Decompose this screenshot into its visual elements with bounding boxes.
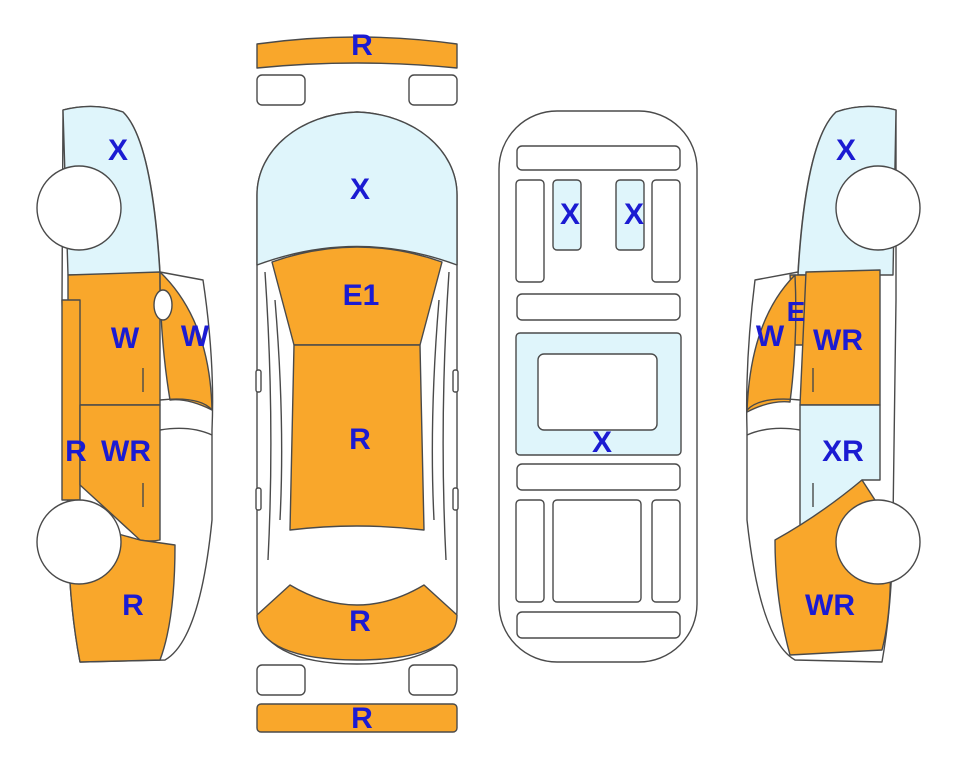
- left-rear-quarter-part[interactable]: [61, 299, 81, 501]
- under-front-right-part[interactable]: [615, 179, 645, 251]
- right-front-door-part[interactable]: [799, 269, 881, 406]
- under-front-left-part[interactable]: [552, 179, 582, 251]
- right-rear-wheel: [835, 499, 921, 585]
- left-rear-wheel: [36, 499, 122, 585]
- hood-part[interactable]: [271, 246, 443, 346]
- top-view: [255, 36, 459, 733]
- left-side-view: [36, 105, 214, 663]
- rear-right-light: [408, 664, 458, 696]
- trunk-part[interactable]: [256, 584, 458, 661]
- roof-part[interactable]: [289, 344, 425, 531]
- left-front-wheel: [36, 165, 122, 251]
- windshield-part[interactable]: [256, 111, 458, 266]
- left-front-door-part[interactable]: [67, 271, 161, 406]
- right-front-wheel: [835, 165, 921, 251]
- front-bumper-part[interactable]: [256, 36, 458, 69]
- right-side-view: [745, 105, 921, 663]
- front-right-mirror: [408, 74, 458, 106]
- underside-view: [498, 110, 698, 663]
- left-pillar-part[interactable]: [159, 271, 213, 411]
- rear-left-light: [256, 664, 306, 696]
- rear-bumper-part[interactable]: [256, 703, 458, 733]
- right-pillar-part[interactable]: [746, 274, 797, 413]
- front-left-mirror: [256, 74, 306, 106]
